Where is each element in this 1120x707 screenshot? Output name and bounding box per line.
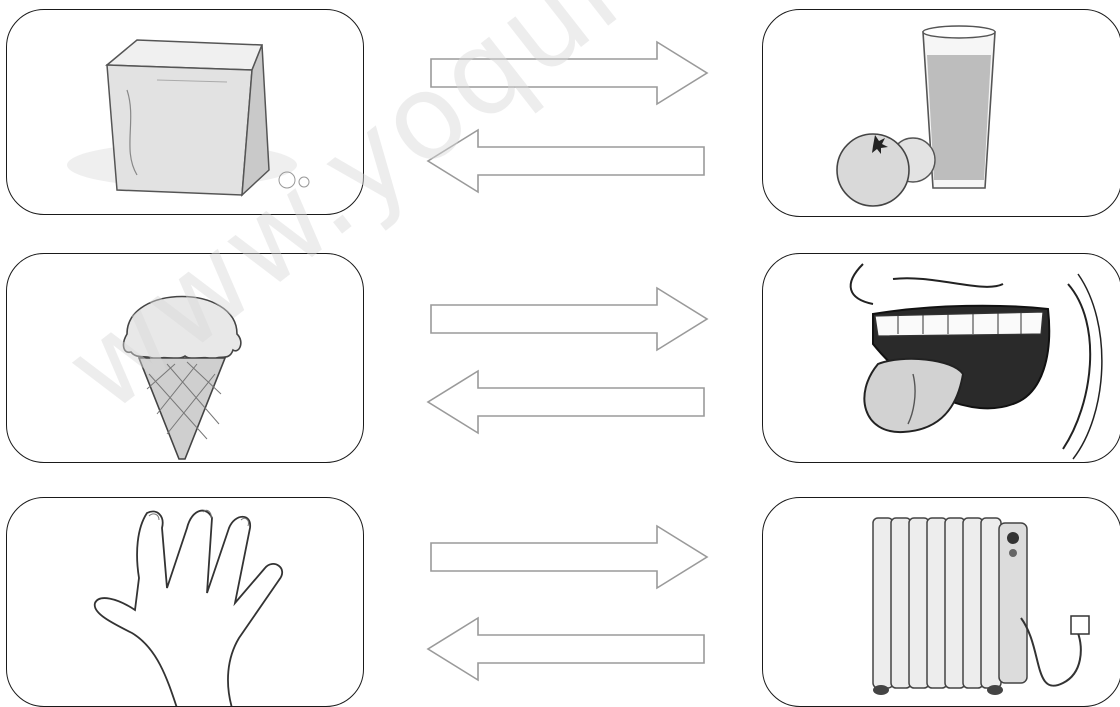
radiator-icon [763, 498, 1120, 707]
card-radiator [762, 497, 1120, 707]
arrow-left-2 [420, 367, 710, 437]
arrow-right-3 [425, 522, 715, 592]
ice-cream-cone-icon [7, 254, 364, 463]
hand-icon [7, 498, 364, 707]
card-orange-juice [762, 9, 1120, 217]
card-tongue [762, 253, 1120, 463]
arrow-right-2 [425, 284, 715, 354]
arrow-left-1 [420, 126, 710, 196]
orange-juice-icon [763, 10, 1120, 217]
card-ice-cream [6, 253, 364, 463]
arrow-left-3 [420, 614, 710, 684]
card-ice-cube [6, 9, 364, 215]
ice-cube-icon [7, 10, 364, 215]
tongue-icon [763, 254, 1120, 463]
card-hand [6, 497, 364, 707]
arrow-right-1 [425, 38, 715, 108]
